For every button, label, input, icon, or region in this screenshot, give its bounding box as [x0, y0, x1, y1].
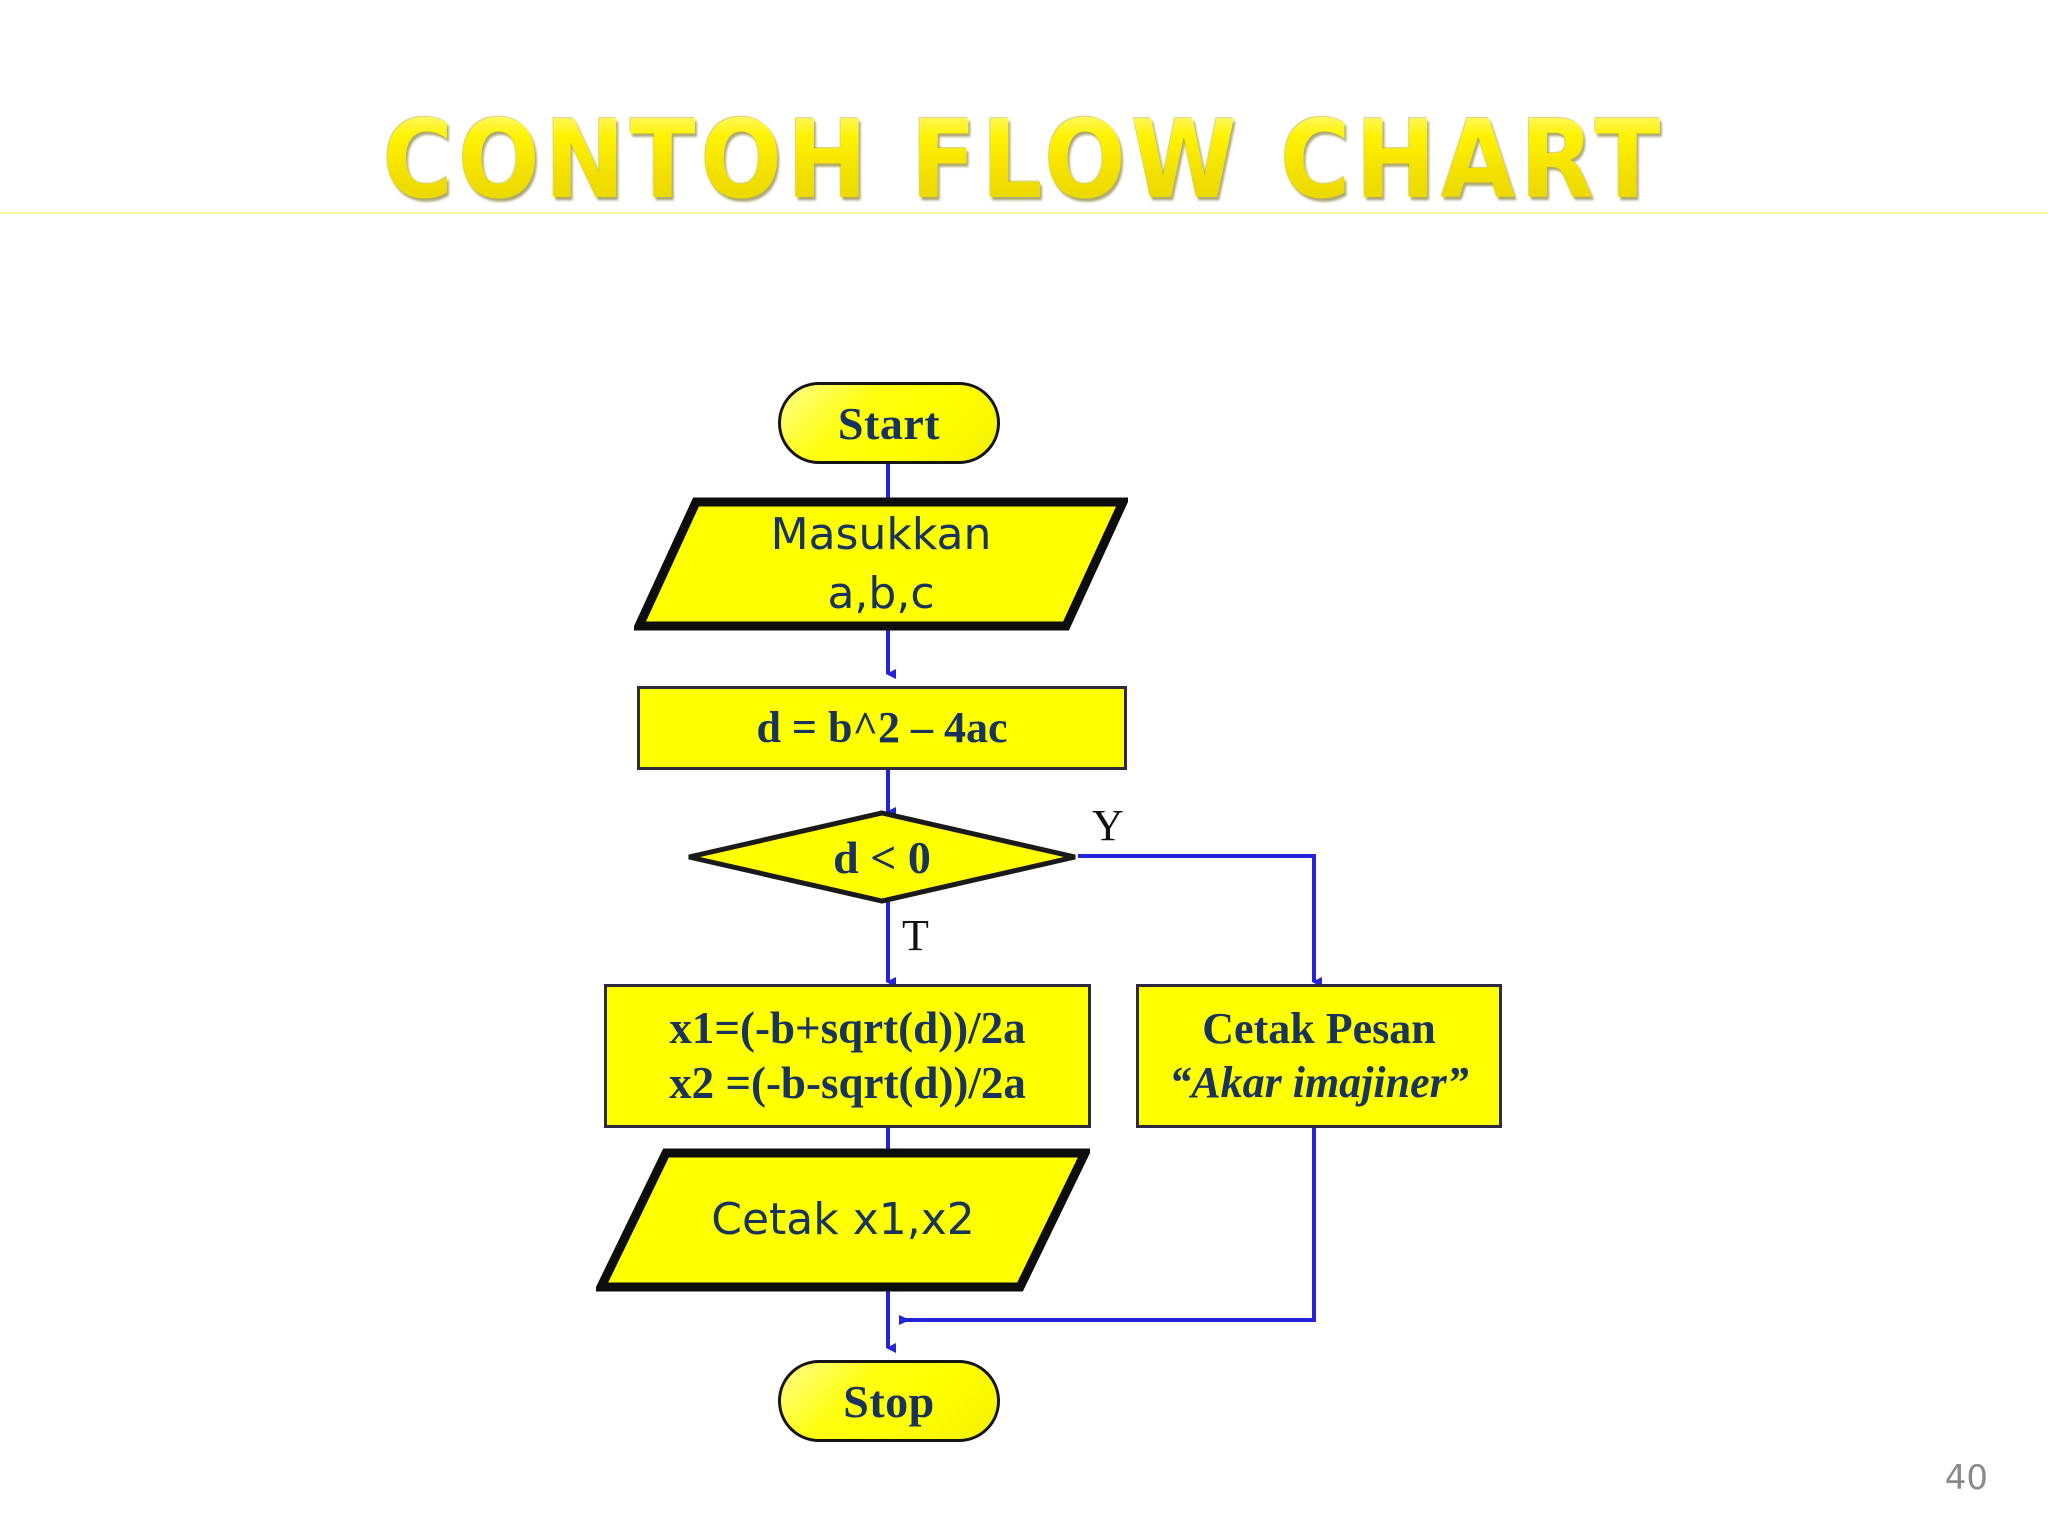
- node-message-line2: “Akar imajiner”: [1169, 1058, 1469, 1107]
- node-roots-line2: x2 =(-b-sqrt(d))/2a: [669, 1058, 1026, 1108]
- node-output-print[interactable]: Cetak x1,x2: [596, 1148, 1090, 1292]
- node-output-text: Cetak x1,x2: [711, 1190, 975, 1249]
- node-output-line1: Cetak x1,x2: [711, 1194, 975, 1246]
- node-roots[interactable]: x1=(-b+sqrt(d))/2a x2 =(-b-sqrt(d))/2a: [604, 984, 1091, 1128]
- edge-decision-message: [1078, 854, 1322, 987]
- diamond-shape-decision: [688, 810, 1076, 904]
- node-stop-label: Stop: [843, 1375, 935, 1427]
- branch-label-yes: Y: [1092, 801, 1124, 850]
- node-message[interactable]: Cetak Pesan “Akar imajiner”: [1136, 984, 1502, 1128]
- branch-label-true: T: [902, 911, 929, 960]
- node-input-text: Masukkan a,b,c: [771, 505, 992, 624]
- node-input-line1: Masukkan: [770, 508, 992, 560]
- node-roots-line1: x1=(-b+sqrt(d))/2a: [669, 1003, 1026, 1054]
- node-input-line2: a,b,c: [827, 568, 935, 619]
- page-number: 40: [1944, 1458, 1988, 1498]
- node-stop[interactable]: Stop: [778, 1360, 1000, 1442]
- node-decision-label: d < 0: [833, 831, 931, 883]
- node-decision-d-lt-0[interactable]: d < 0: [686, 810, 1078, 904]
- node-discriminant[interactable]: d = b^2 – 4ac: [637, 686, 1127, 770]
- node-discriminant-label: d = b^2 – 4ac: [756, 703, 1008, 753]
- node-message-line1: Cetak Pesan: [1202, 1004, 1436, 1054]
- node-input-abc[interactable]: Masukkan a,b,c: [634, 497, 1128, 631]
- parallelogram-shape-input: [634, 497, 1128, 631]
- node-start[interactable]: Start: [778, 382, 1000, 464]
- node-start-label: Start: [837, 397, 941, 449]
